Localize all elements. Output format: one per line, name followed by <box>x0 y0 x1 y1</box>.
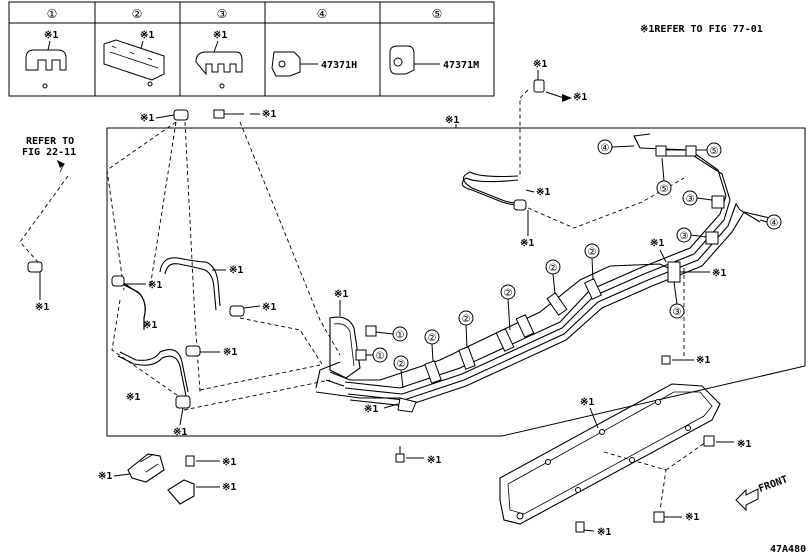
callout-c1-b: ① <box>366 347 388 363</box>
callout-c2-a: ② <box>393 355 409 389</box>
note-26: ※1 <box>597 527 611 538</box>
clip-3-icon <box>195 51 243 76</box>
header-cell-4: ④ <box>317 7 328 21</box>
callout-c1-a: ① <box>375 326 408 342</box>
callout-c2-f: ② <box>584 243 600 281</box>
svg-text:①: ① <box>376 351 385 362</box>
svg-text:①: ① <box>396 330 405 341</box>
note-13: ※1 <box>126 392 140 403</box>
note-7: ※1 <box>35 302 49 313</box>
clip-3-note: ※1 <box>213 30 227 41</box>
note-27: ※1 <box>685 512 699 523</box>
note-14: ※1 <box>173 427 187 438</box>
clip-1-note: ※1 <box>44 30 58 41</box>
callout-c4-b: ④ <box>759 214 782 230</box>
note-16: ※1 <box>364 404 378 415</box>
note-22: ※1 <box>427 455 441 466</box>
front-arrow-icon: FRONT <box>735 474 789 512</box>
note-15: ※1 <box>334 289 348 300</box>
note-12: ※1 <box>223 347 237 358</box>
callout-c3-c: ③ <box>669 281 685 319</box>
note-24: ※1 <box>98 471 112 482</box>
svg-text:④: ④ <box>770 218 779 229</box>
svg-text:②: ② <box>397 359 406 370</box>
hose-clamp-left <box>27 261 43 273</box>
note-4: ※1 <box>573 92 587 103</box>
header-cell-5: ⑤ <box>432 7 443 21</box>
bundle-clips <box>424 145 725 384</box>
note-18: ※1 <box>712 268 726 279</box>
part-number-47371m: 47371M <box>443 60 479 71</box>
top-hose <box>461 79 572 211</box>
clip-1-icon <box>25 49 67 71</box>
callout-c4-a: ④ <box>597 139 635 155</box>
clip-2-note: ※1 <box>140 30 154 41</box>
main-frame <box>106 127 806 437</box>
callout-c2-e: ② <box>545 259 561 295</box>
callout-c5-b: ⑤ <box>656 157 672 196</box>
circled-callouts: ① ① ② ② ② ② ② <box>366 139 782 389</box>
svg-text:⑤: ⑤ <box>660 184 669 195</box>
note-19: ※1 <box>696 355 710 366</box>
svg-text:④: ④ <box>601 143 610 154</box>
left-hoses <box>27 109 245 409</box>
svg-text:②: ② <box>549 263 558 274</box>
header-cell-1: ① <box>47 7 58 21</box>
note-23: ※1 <box>222 457 236 468</box>
callout-c3-a: ③ <box>682 190 713 206</box>
callout-c2-c: ② <box>458 310 474 349</box>
note-20: ※1 <box>580 397 594 408</box>
under-cover <box>499 383 721 525</box>
frame-note: ※1 <box>445 115 459 126</box>
header-cell-3: ③ <box>217 7 228 21</box>
bottom-left-brackets <box>127 453 195 505</box>
svg-text:②: ② <box>462 314 471 325</box>
note-17: ※1 <box>650 238 664 249</box>
refer-left-line-1: REFER TO <box>26 136 74 147</box>
brake-pipe-bundle <box>315 133 771 407</box>
note-1: ※1 <box>140 113 154 124</box>
svg-text:⑤: ⑤ <box>710 146 719 157</box>
clip-4-icon <box>271 51 301 77</box>
note-8: ※1 <box>229 265 243 276</box>
note-2: ※1 <box>262 109 276 120</box>
callout-c2-d: ② <box>500 284 516 331</box>
header-cell-2: ② <box>132 7 143 21</box>
note-5: ※1 <box>536 187 550 198</box>
svg-text:③: ③ <box>686 194 695 205</box>
svg-text:②: ② <box>588 247 597 258</box>
front-label: FRONT <box>757 474 789 495</box>
refer-left-line-2: FIG 22-11 <box>22 147 76 158</box>
note-11: ※1 <box>143 320 157 331</box>
pipe-bracket <box>329 316 417 413</box>
part-number-47371h: 47371H <box>321 60 357 71</box>
note-9: ※1 <box>148 280 162 291</box>
note-3: ※1 <box>533 59 547 70</box>
callout-c5-a: ⑤ <box>696 142 722 158</box>
note-10: ※1 <box>262 302 276 313</box>
note-25: ※1 <box>222 482 236 493</box>
clip-legend-table: ① ② ③ ④ ⑤ ※1 ※1 ※1 47371H 47371M <box>8 1 495 97</box>
svg-text:③: ③ <box>680 231 689 242</box>
callout-c2-b: ② <box>424 329 440 363</box>
callout-c3-b: ③ <box>676 227 707 243</box>
svg-text:②: ② <box>504 288 513 299</box>
refer-fig-77-01: ※1REFER TO FIG 77-01 <box>640 24 763 35</box>
svg-text:③: ③ <box>673 307 682 318</box>
note-21: ※1 <box>737 439 751 450</box>
note-6: ※1 <box>520 238 534 249</box>
note-callouts: ※1 ※1 ※1 ※1 ※1 ※1 ※1 ※1 ※1 ※1 ※1 ※1 ※1 ※… <box>35 59 751 538</box>
bolts <box>185 355 715 533</box>
hose-clamp-top <box>173 109 189 121</box>
figure-code: 47A480 <box>770 544 806 555</box>
svg-text:②: ② <box>428 333 437 344</box>
